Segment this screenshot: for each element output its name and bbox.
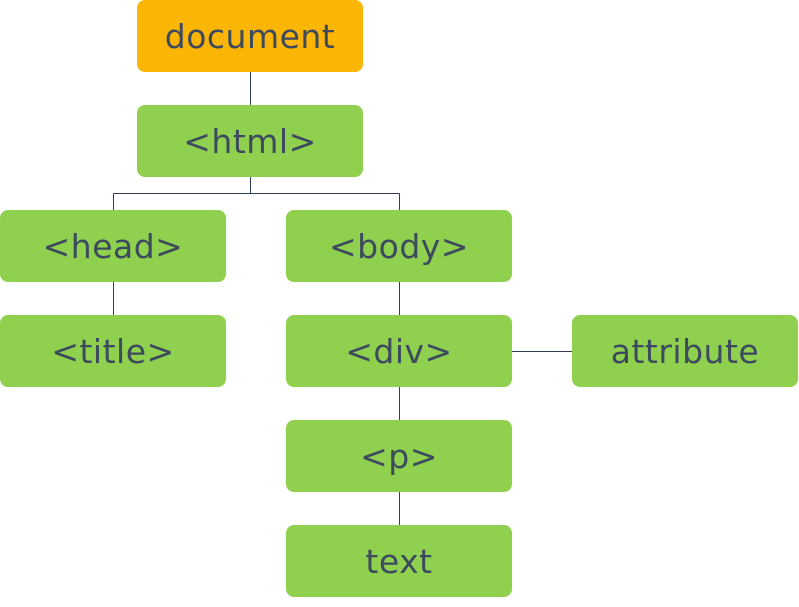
node-head: <head>: [0, 210, 226, 282]
node-html: <html>: [137, 105, 363, 177]
node-div: <div>: [286, 315, 512, 387]
node-html-label: <html>: [183, 121, 317, 161]
node-body-label: <body>: [329, 226, 469, 266]
node-text-label: text: [365, 541, 433, 581]
node-text: text: [286, 525, 512, 597]
node-title: <title>: [0, 315, 226, 387]
node-p-label: <p>: [360, 436, 438, 476]
node-document-label: document: [164, 16, 336, 56]
node-title-label: <title>: [51, 331, 175, 371]
node-p: <p>: [286, 420, 512, 492]
node-body: <body>: [286, 210, 512, 282]
node-attribute-label: attribute: [610, 331, 760, 371]
node-document: document: [137, 0, 363, 72]
node-div-label: <div>: [345, 331, 453, 371]
node-attribute: attribute: [572, 315, 798, 387]
node-head-label: <head>: [42, 226, 184, 266]
